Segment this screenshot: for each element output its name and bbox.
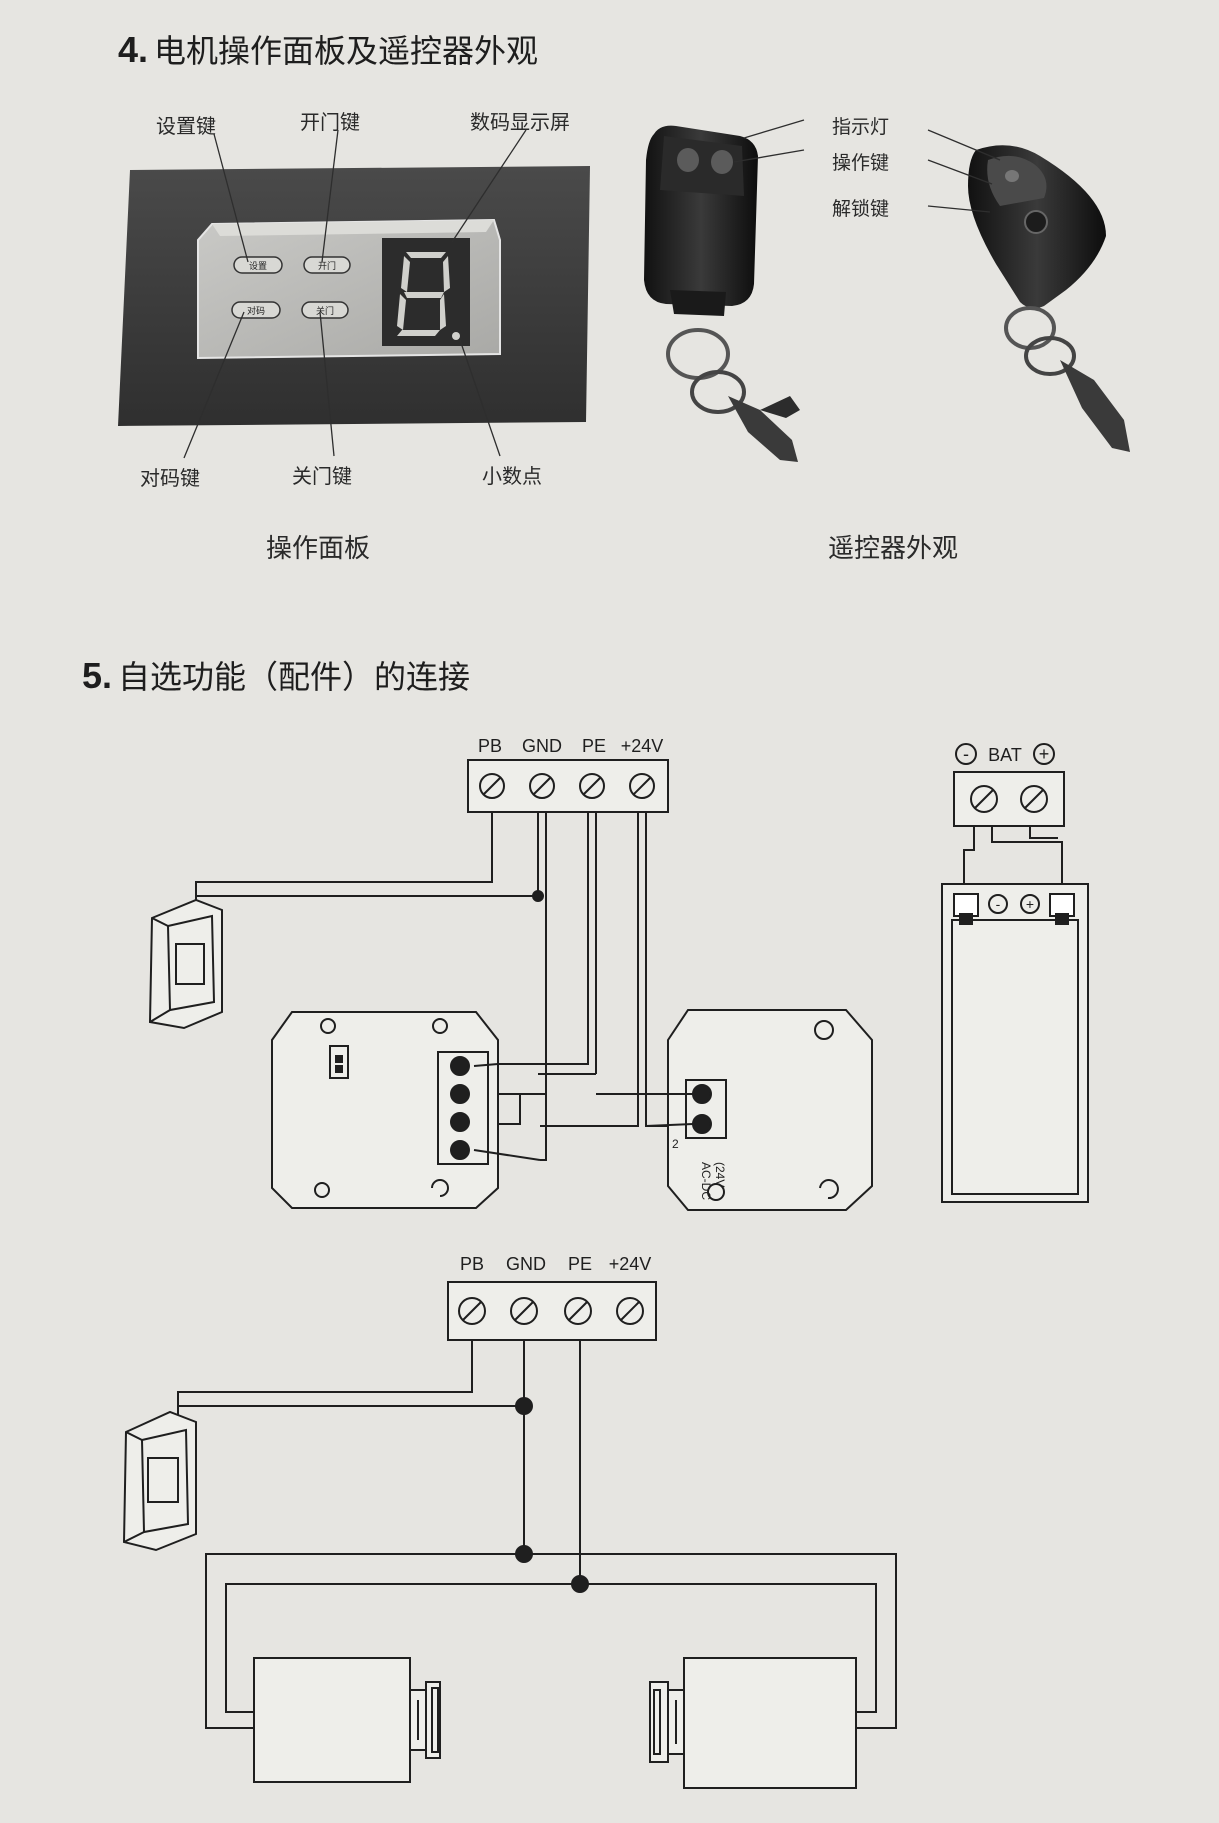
receiver-board [596,1009,873,1211]
top-wiring [195,812,698,1161]
label-operate-key: 操作键 [832,152,890,174]
battery-box [941,883,1089,1203]
label-decimal-point: 小数点 [482,464,542,488]
panel-button-close-text: 关门 [316,305,334,316]
photo-sensor-bottom [122,1410,197,1552]
leader-operate-key-right [927,159,993,185]
remote-teardrop-indicator [1005,170,1019,182]
terminal-bottom-label-24v: +24V [609,1254,652,1274]
label-close-key: 关门键 [292,464,352,488]
remote-caption: 遥控器外观 [828,534,959,564]
battery-minus-text: - [963,744,969,764]
section4-number: 4. [118,29,149,70]
photo-sensor-top [148,898,223,1030]
battery-plus-text: + [1039,744,1050,764]
leader-pair-key [183,311,245,459]
leader-set-key [213,133,249,263]
leader-unlock-key [927,205,991,213]
terminal-top-label-pb: PB [478,736,502,756]
terminal-top-screw-4 [629,773,655,799]
terminal-top-label-gnd: GND [522,736,562,756]
panel-face-bevel [212,220,494,236]
terminal-top-screw-1 [479,773,505,799]
terminal-bottom-label-pb: PB [460,1254,484,1274]
terminal-bottom-screw-4 [616,1297,644,1325]
terminal-bottom-label-gnd: GND [506,1254,546,1274]
battery-box-plus-text: + [1026,896,1034,912]
battery-terminal [953,743,1065,827]
terminal-top-label-pe: PE [582,736,606,756]
battery-wiring [963,826,1063,898]
terminal-bottom-screw-1 [458,1297,486,1325]
panel-button-pair[interactable]: 对码 [231,301,281,319]
terminal-block-bottom [447,1281,657,1341]
seven-segment-display [382,238,470,346]
receiver-terminal-1 [692,1084,712,1104]
remote-square-button-1[interactable] [677,148,699,172]
battery-label: BAT [988,745,1022,765]
panel-caption: 操作面板 [266,534,371,564]
remote-square-clasp [728,396,798,462]
control-board-terminal-1 [450,1056,470,1076]
panel-button-pair-text: 对码 [247,305,265,316]
control-board-terminal-4 [450,1140,470,1160]
terminal-top-screw-3 [579,773,605,799]
battery-minus-symbol [955,743,977,765]
leader-indicator-left [743,119,805,139]
control-board-terminal-3 [450,1112,470,1132]
section5-heading: 5.自选功能（配件）的连接 [82,652,470,698]
control-board-terminal-2 [450,1084,470,1104]
receiver-pin-text: 2 [672,1137,679,1151]
battery-box-minus-symbol [988,894,1008,914]
terminal-bottom-screw-2 [510,1297,538,1325]
panel-button-set-text: 设置 [249,261,267,271]
terminal-bottom-screw-3 [564,1297,592,1325]
remote-teardrop-unlock-button[interactable] [1024,210,1048,234]
label-display: 数码显示屏 [470,110,570,134]
section4-title: 电机操作面板及遥控器外观 [154,32,539,70]
terminal-bottom-label-pe: PE [568,1254,592,1274]
receiver-terminal-2 [692,1114,712,1134]
leader-operate-key-left [733,149,805,163]
receiver-silk-text: AC-DC [699,1162,713,1200]
terminal-top-label-24v: +24V [621,736,664,756]
terminal-block-top [467,759,669,813]
motor-left [253,1657,441,1783]
label-unlock-key: 解锁键 [832,198,890,220]
operation-panel: 设置 开门 对码 关门 [118,129,590,459]
remote-square-button-2[interactable] [711,150,733,174]
label-open-key: 开门键 [300,110,360,134]
section5-number: 5. [82,655,113,696]
section5-title: 自选功能（配件）的连接 [118,658,471,696]
leader-display [451,129,527,243]
battery-box-plus-symbol [1020,894,1040,914]
remote-square [644,125,800,462]
leader-decimal-point [459,339,501,457]
panel-button-open-text: 开门 [318,260,336,271]
label-pair-key: 对码键 [140,466,200,490]
leader-open-key [321,129,339,263]
panel-button-set[interactable]: 设置 [233,256,283,274]
section4-heading: 4.电机操作面板及遥控器外观 [118,26,538,72]
remote-teardrop-clasp [1060,360,1130,452]
leader-close-key [319,311,335,457]
control-board [271,1011,541,1209]
battery-box-minus-text: - [996,896,1001,912]
label-indicator: 指示灯 [832,116,890,138]
remote-controls [644,119,1130,462]
terminal-top-screw-2 [529,773,555,799]
leader-indicator-right [927,129,1001,161]
label-set-key: 设置键 [156,114,216,138]
panel-button-close[interactable]: 关门 [301,301,349,319]
panel-button-open[interactable]: 开门 [303,256,351,274]
remote-teardrop [968,145,1130,452]
remote-teardrop-keyring [1004,306,1056,350]
receiver-volt-text: (24V [713,1162,727,1187]
battery-plus-symbol [1033,743,1055,765]
motor-right [649,1657,857,1789]
